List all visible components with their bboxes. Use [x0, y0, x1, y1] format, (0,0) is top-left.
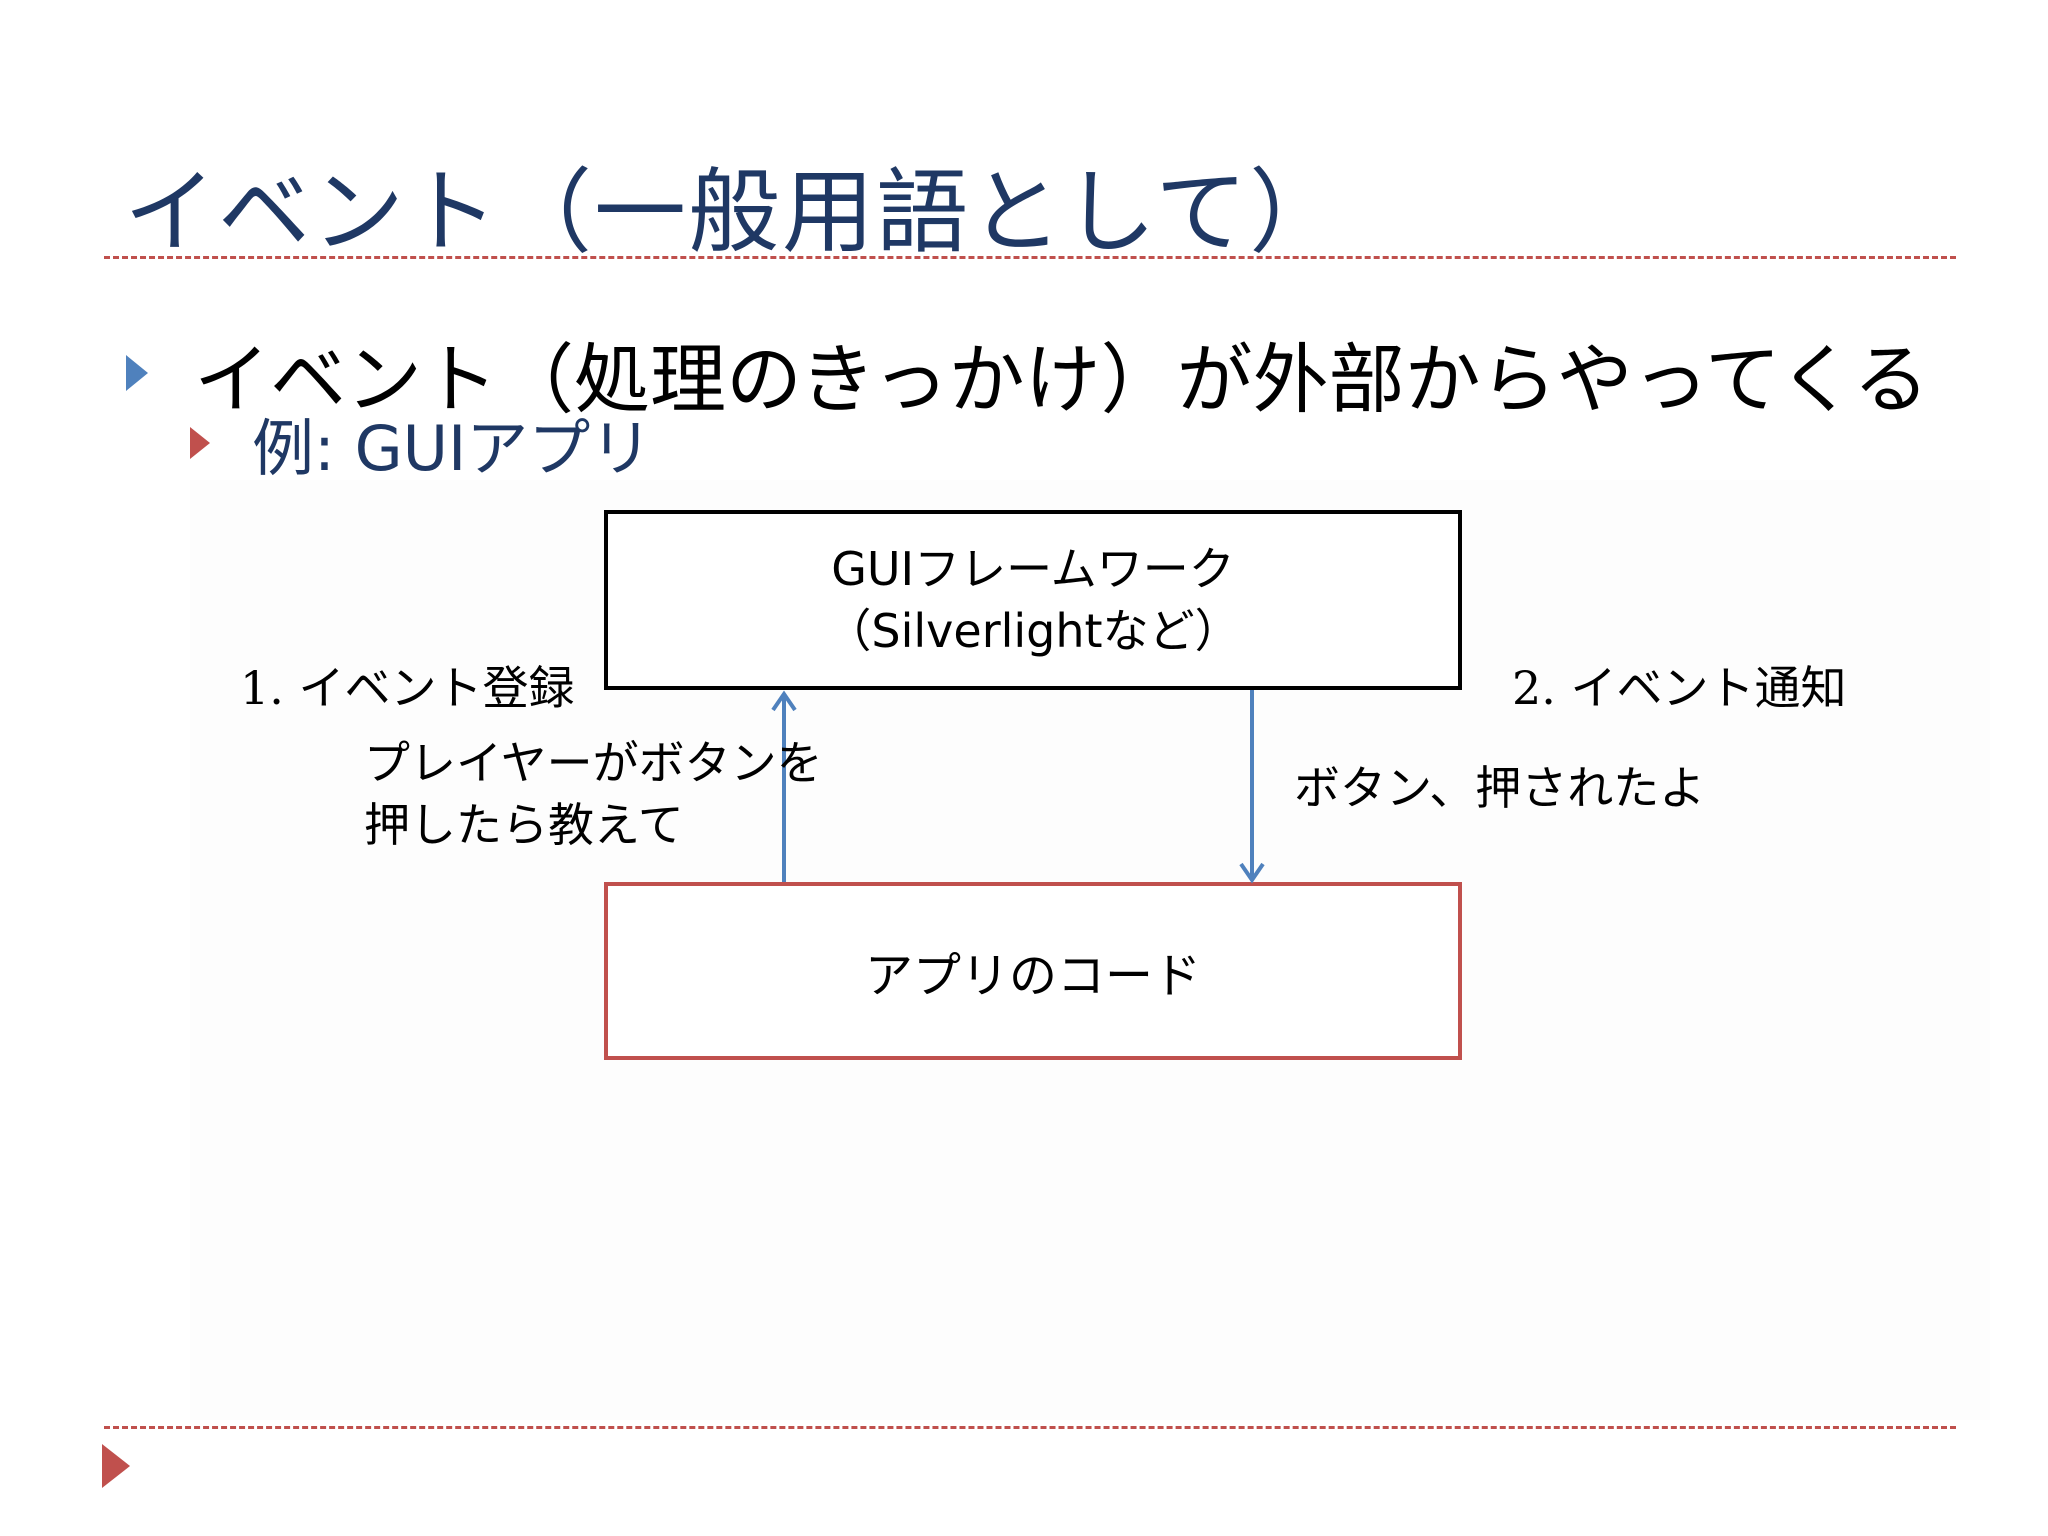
register-note-line2: 押したら教えて	[364, 798, 684, 852]
app-box-label: アプリのコード	[864, 948, 1201, 1004]
slide-title: イベント（一般用語として）	[124, 159, 1344, 266]
app-code-box: アプリのコード	[604, 882, 1462, 1060]
event-register-label: 1. イベント登録	[240, 661, 575, 715]
bullet-triangle-icon	[126, 355, 148, 391]
sub-bullet-item: 例: GUIアプリ	[190, 398, 652, 488]
sub-bullet-text: 例: GUIアプリ	[252, 412, 653, 485]
register-note-line1: プレイヤーがボタンを	[364, 736, 823, 790]
framework-box-line2: （Silverlightなど）	[825, 604, 1241, 658]
register-note: プレイヤーがボタンを 押したら教えて	[364, 732, 823, 856]
footer-triangle-icon	[102, 1444, 130, 1488]
framework-box-line1: GUIフレームワーク	[831, 542, 1235, 596]
event-notify-label: 2. イベント通知	[1512, 661, 1847, 715]
bullet-text: イベント（処理のきっかけ）が外部からやってくる	[194, 335, 1930, 424]
bullet-item: イベント（処理のきっかけ）が外部からやってくる	[126, 318, 1929, 428]
sub-bullet-triangle-icon	[190, 427, 210, 459]
title-divider	[104, 256, 1956, 259]
footer-divider	[104, 1426, 1956, 1429]
gui-framework-box: GUIフレームワーク （Silverlightなど）	[604, 510, 1462, 690]
notify-note: ボタン、押されたよ	[1294, 761, 1706, 815]
